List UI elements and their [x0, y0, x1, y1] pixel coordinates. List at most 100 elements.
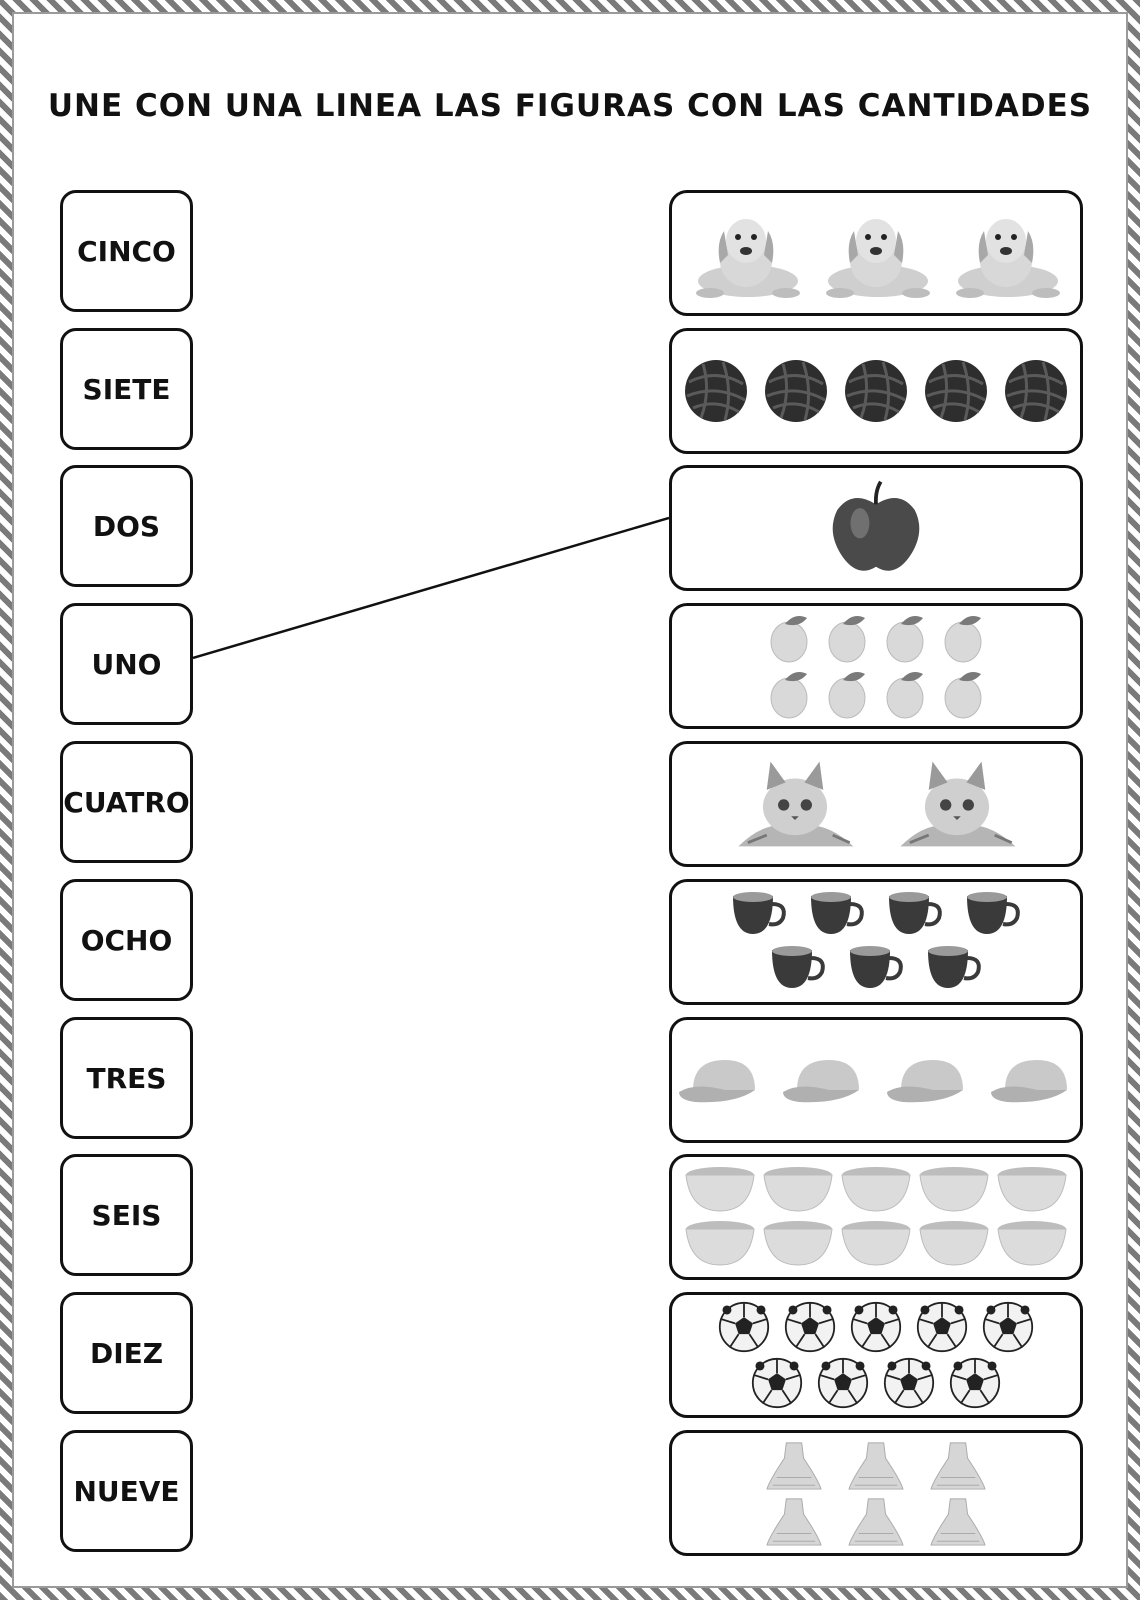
cap-icon: [887, 1060, 963, 1103]
figure-box-cups[interactable]: [669, 879, 1083, 1005]
yarn-ball-icon: [925, 360, 987, 422]
figure-row: [727, 890, 1025, 940]
figure-row: [766, 944, 986, 994]
bowl-icon: [997, 1221, 1067, 1266]
cup-icon: [850, 946, 903, 988]
word-label: CUATRO: [63, 785, 190, 819]
figure-row: [763, 1439, 989, 1491]
figure-box-soccer-balls[interactable]: [669, 1292, 1083, 1418]
soccer-ball-icon: [949, 1357, 1001, 1409]
lemon-icon: [944, 672, 982, 719]
cup-icon: [928, 946, 981, 988]
soccer-ball-icon: [883, 1357, 935, 1409]
yarn-ball-icon: [765, 360, 827, 422]
lemon-icon: [828, 672, 866, 719]
figure-row: [718, 1301, 1034, 1353]
bowl-icon: [763, 1221, 833, 1266]
word-box-nueve[interactable]: NUEVE: [60, 1430, 193, 1552]
lemon-icon: [770, 672, 808, 719]
yarn-ball-icon: [685, 360, 747, 422]
bowl-icon: [997, 1167, 1067, 1212]
word-label: DIEZ: [89, 1336, 164, 1370]
lemon-icon: [770, 616, 808, 663]
cap-icon: [679, 1060, 755, 1103]
word-box-seis[interactable]: SEIS: [60, 1154, 193, 1276]
figure-box-dogs[interactable]: [669, 190, 1083, 316]
word-box-diez[interactable]: DIEZ: [60, 1292, 193, 1414]
bowl-icon: [919, 1167, 989, 1212]
word-box-siete[interactable]: SIETE: [60, 328, 193, 450]
word-label: TRES: [86, 1061, 167, 1095]
soccer-ball-icon: [982, 1301, 1034, 1353]
lemon-icon: [944, 616, 982, 663]
word-label: UNO: [91, 647, 162, 681]
word-box-dos[interactable]: DOS: [60, 465, 193, 587]
bowl-icon: [763, 1167, 833, 1212]
figure-row: [751, 1357, 1001, 1409]
soccer-ball-icon: [850, 1301, 902, 1353]
bowl-icon: [685, 1221, 755, 1266]
figure-box-yarn-balls[interactable]: [669, 328, 1083, 454]
kitten-icon: [738, 761, 854, 847]
soccer-ball-icon: [817, 1357, 869, 1409]
cup-icon: [733, 892, 786, 934]
yarn-ball-icon: [1005, 360, 1067, 422]
dog-icon: [826, 219, 930, 298]
cap-icon: [783, 1060, 859, 1103]
bowl-icon: [841, 1167, 911, 1212]
figure-box-apple[interactable]: [669, 465, 1083, 591]
figure-row: [824, 476, 928, 580]
word-label: CINCO: [77, 234, 176, 268]
inner-border: [12, 12, 1128, 1588]
dress-icon: [766, 1498, 822, 1546]
yarn-ball-icon: [845, 360, 907, 422]
soccer-ball-icon: [784, 1301, 836, 1353]
figure-box-caps[interactable]: [669, 1017, 1083, 1143]
word-label: SEIS: [91, 1198, 162, 1232]
cup-icon: [889, 892, 942, 934]
figure-row: [729, 752, 1023, 856]
lemon-icon: [886, 616, 924, 663]
lemon-icon: [886, 672, 924, 719]
apple-icon: [832, 480, 920, 571]
figure-row: [767, 668, 985, 720]
dog-icon: [956, 219, 1060, 298]
lemon-icon: [828, 616, 866, 663]
dog-icon: [696, 219, 800, 298]
soccer-ball-icon: [916, 1301, 968, 1353]
figure-row: [684, 1165, 1068, 1215]
figure-row: [767, 612, 985, 664]
cap-icon: [991, 1060, 1067, 1103]
dress-icon: [848, 1498, 904, 1546]
word-label: NUEVE: [73, 1474, 180, 1508]
figure-box-lemons[interactable]: [669, 603, 1083, 729]
figure-box-bowls[interactable]: [669, 1154, 1083, 1280]
figure-box-kittens[interactable]: [669, 741, 1083, 867]
soccer-ball-icon: [751, 1357, 803, 1409]
figure-row: [686, 203, 1066, 303]
word-label: OCHO: [80, 923, 173, 957]
figure-row: [763, 1495, 989, 1547]
bowl-icon: [685, 1167, 755, 1212]
word-label: DOS: [92, 509, 161, 543]
dress-icon: [930, 1498, 986, 1546]
kitten-icon: [900, 761, 1016, 847]
cup-icon: [967, 892, 1020, 934]
word-box-cinco[interactable]: CINCO: [60, 190, 193, 312]
cup-icon: [772, 946, 825, 988]
word-label: SIETE: [82, 372, 171, 406]
dress-icon: [930, 1442, 986, 1490]
word-box-cuatro[interactable]: CUATRO: [60, 741, 193, 863]
bowl-icon: [841, 1221, 911, 1266]
figure-box-dresses[interactable]: [669, 1430, 1083, 1556]
word-box-uno[interactable]: UNO: [60, 603, 193, 725]
worksheet-title: UNE CON UNA LINEA LAS FIGURAS CON LAS CA…: [47, 88, 1093, 124]
figure-row: [684, 1219, 1068, 1269]
dress-icon: [766, 1442, 822, 1490]
dress-icon: [848, 1442, 904, 1490]
word-box-tres[interactable]: TRES: [60, 1017, 193, 1139]
cup-icon: [811, 892, 864, 934]
word-box-ocho[interactable]: OCHO: [60, 879, 193, 1001]
figure-row: [683, 358, 1069, 424]
